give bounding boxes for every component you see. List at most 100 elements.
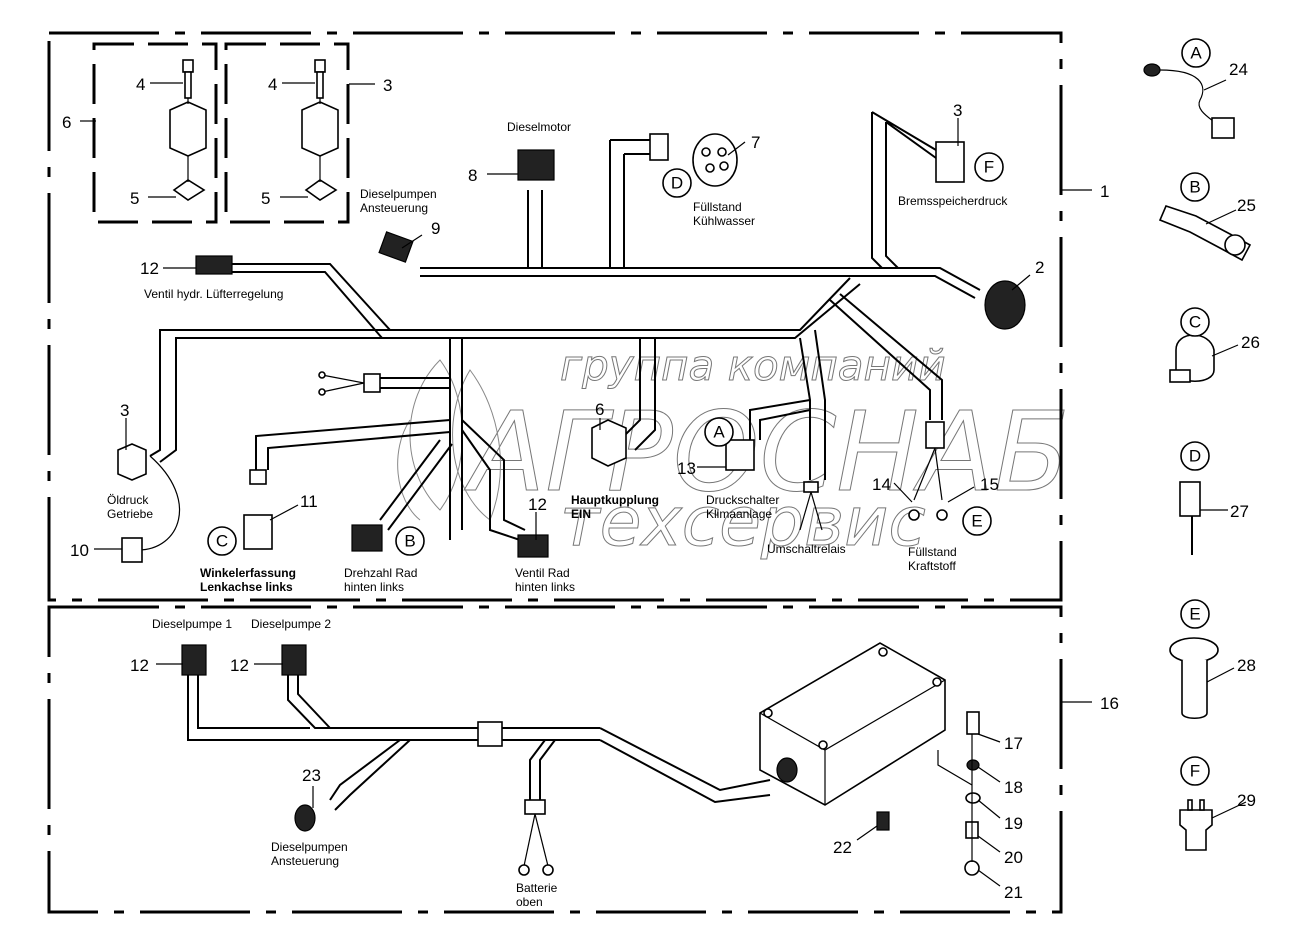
- connector-23-icon: [294, 804, 316, 832]
- switch-13-icon: [725, 439, 755, 471]
- label-dieselpumpen-2: Ansteuerung: [360, 201, 428, 215]
- side-parts: [1143, 63, 1252, 851]
- callout-5b: 5: [261, 189, 270, 208]
- connector-3-brake-icon: [935, 141, 965, 183]
- callout-3c: 3: [120, 401, 129, 420]
- kit-3-parts: [301, 59, 339, 201]
- svg-text:E: E: [1189, 605, 1200, 624]
- valve-connector-icon: [169, 101, 207, 157]
- letter-d-side: D: [1180, 441, 1210, 471]
- callout-29: 29: [1237, 791, 1256, 810]
- bolt-icon: [182, 59, 194, 73]
- callout-13: 13: [677, 459, 696, 478]
- callout-4b: 4: [268, 75, 277, 94]
- label-winkelerfassung-1: Winkelerfassung: [200, 566, 296, 580]
- callout-27: 27: [1230, 502, 1249, 521]
- callout-12d: 12: [230, 656, 249, 675]
- callout-8: 8: [468, 166, 477, 185]
- callout-26: 26: [1241, 333, 1260, 352]
- connector-12-pump2-icon: [281, 644, 307, 676]
- label-dieselmotor: Dieselmotor: [507, 120, 571, 134]
- label-drehzahl-1: Drehzahl Rad: [344, 566, 417, 580]
- callout-3a: 3: [383, 76, 392, 95]
- letter-b-side: B: [1180, 172, 1210, 202]
- label-fuellstand-kuehl-2: Kühlwasser: [693, 214, 755, 228]
- callout-21: 21: [1004, 883, 1023, 902]
- label-dieselpumpe-1: Dieselpumpe 1: [152, 617, 232, 631]
- letter-b-speed: B: [395, 526, 425, 556]
- part-labels: Dieselmotor Dieselpumpen Ansteuerung Fül…: [107, 120, 1008, 909]
- svg-text:B: B: [1189, 178, 1200, 197]
- callout-2: 2: [1035, 258, 1044, 277]
- pressure-sensor-29-icon: [1179, 809, 1213, 851]
- letter-e-side: E: [1180, 599, 1210, 629]
- level-sensor-27-icon: [1179, 481, 1201, 517]
- callout-28: 28: [1237, 656, 1256, 675]
- label-oeldruck-1: Öldruck: [107, 493, 149, 507]
- label-drehzahl-2: hinten links: [344, 580, 404, 594]
- watermark-line3: техсервис: [560, 483, 926, 562]
- letter-c-side: C: [1180, 307, 1210, 337]
- letter-f-brake: F: [974, 152, 1004, 182]
- grommet-icon: [477, 721, 503, 747]
- callout-20: 20: [1004, 848, 1023, 867]
- control-box-icon: [759, 642, 946, 806]
- lower-harness: [181, 642, 981, 876]
- callout-23: 23: [302, 766, 321, 785]
- connector-b-icon: [351, 524, 383, 552]
- connector-8-icon: [517, 149, 555, 181]
- svg-text:F: F: [984, 158, 994, 177]
- letter-c-angle: C: [207, 526, 237, 556]
- label-ventil-rad-2: hinten links: [515, 580, 575, 594]
- label-druckschalter-1: Druckschalter: [706, 493, 779, 507]
- label-hauptkupplung-2: EIN: [571, 507, 591, 521]
- callout-18: 18: [1004, 778, 1023, 797]
- reference-letters: F D A C B E A B C D E F: [207, 38, 1211, 786]
- kit-frame-3: [224, 42, 350, 224]
- label-dieselpumpen-lower-2: Ansteuerung: [271, 854, 339, 868]
- harness-assembly-frame-16: [47, 605, 1063, 914]
- label-bremsspeicherdruck: Bremsspeicherdruck: [898, 194, 1008, 208]
- callout-12c: 12: [130, 656, 149, 675]
- callout-19: 19: [1004, 814, 1023, 833]
- label-oeldruck-2: Getriebe: [107, 507, 153, 521]
- pressure-switch-24-icon: [1143, 63, 1161, 77]
- svg-text:C: C: [1189, 313, 1201, 332]
- connector-2-icon: [984, 280, 1026, 330]
- callout-25: 25: [1237, 196, 1256, 215]
- callout-15: 15: [980, 475, 999, 494]
- upper-connectors: [117, 133, 1026, 563]
- label-dieselpumpe-2: Dieselpumpe 2: [251, 617, 331, 631]
- washer-19-icon: [965, 792, 981, 804]
- gasket-icon: [172, 179, 206, 201]
- connector-9-icon: [378, 231, 414, 263]
- watermark: группа компаний АГРОСНАБ техсервис: [397, 341, 1070, 563]
- callout-17: 17: [1004, 734, 1023, 753]
- svg-text:E: E: [971, 512, 982, 531]
- label-fuellstand-kuehl-1: Füllstand: [693, 200, 742, 214]
- callout-11: 11: [300, 492, 318, 511]
- connector-12-fan-icon: [195, 255, 233, 275]
- callout-5a: 5: [130, 189, 139, 208]
- svg-text:D: D: [1189, 447, 1201, 466]
- letter-a-switch: A: [704, 417, 734, 447]
- connector-6-icon: [591, 419, 627, 467]
- leader-lines: [80, 79, 1247, 887]
- watermark-line2: АГРОСНАБ: [464, 388, 1070, 516]
- letter-f-side: F: [1180, 756, 1210, 786]
- label-dieselpumpen-lower-1: Dieselpumpen: [271, 840, 348, 854]
- callout-14: 14: [872, 475, 891, 494]
- connector-7-icon: [692, 133, 738, 187]
- sensor-10-icon: [121, 537, 143, 563]
- svg-text:B: B: [404, 532, 415, 551]
- label-fuellstand-kraft-1: Füllstand: [908, 545, 957, 559]
- svg-text:A: A: [1190, 44, 1202, 63]
- callout-4a: 4: [136, 75, 145, 94]
- callout-9: 9: [431, 219, 440, 238]
- callout-6b: 6: [595, 400, 604, 419]
- fuse-22-icon: [876, 811, 890, 831]
- callout-3b: 3: [953, 101, 962, 120]
- kit-6-parts: [169, 59, 207, 201]
- connector-11-icon: [243, 514, 273, 550]
